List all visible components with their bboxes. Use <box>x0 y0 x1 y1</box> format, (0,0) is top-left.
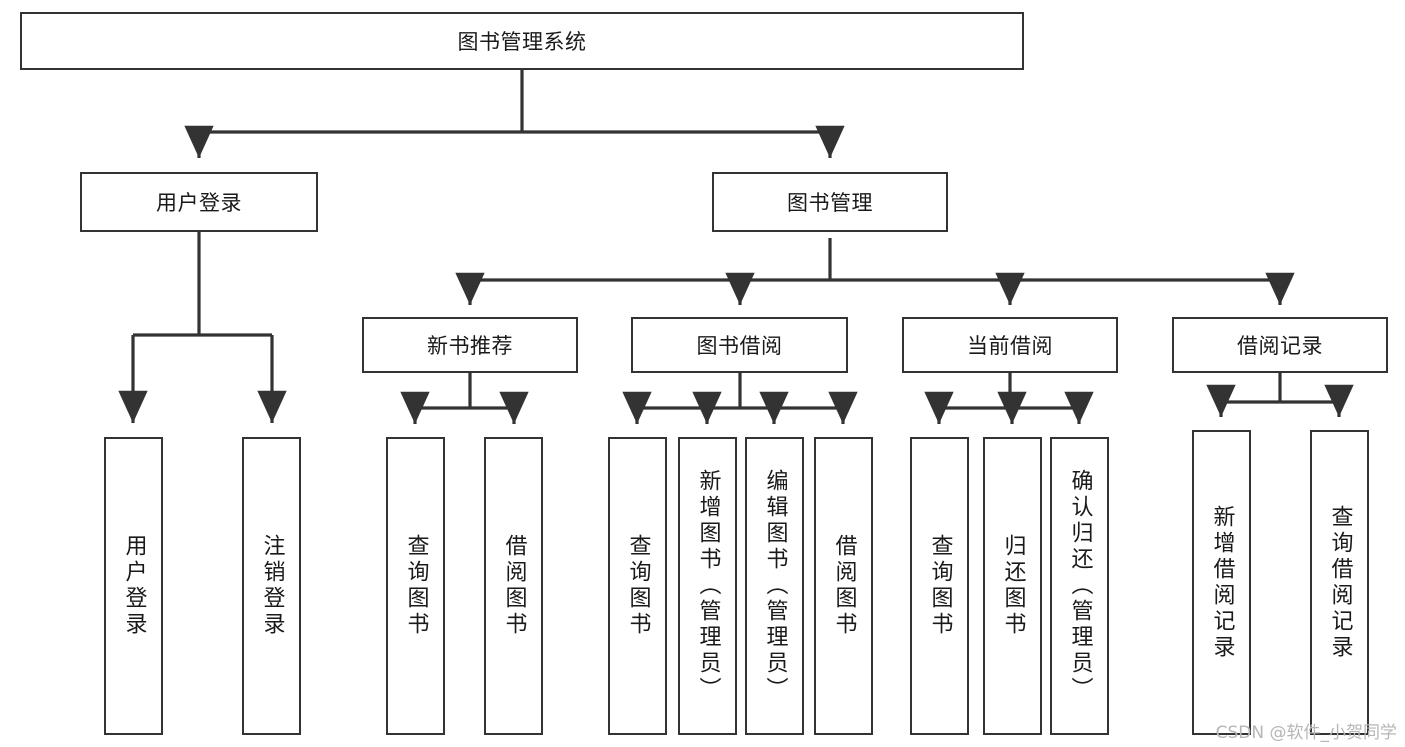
node-root-label: 图书管理系统 <box>457 30 587 54</box>
node-borrow-record-label: 借阅记录 <box>1237 334 1323 358</box>
node-leaf-user-login[interactable]: 用户登录 <box>104 437 163 735</box>
node-user-login[interactable]: 用户登录 <box>80 172 318 232</box>
node-leaf-logout-label: 注销登录 <box>259 534 285 638</box>
node-book-manage-label: 图书管理 <box>787 191 873 215</box>
node-book-manage[interactable]: 图书管理 <box>712 172 948 232</box>
node-leaf-query-book-recommend[interactable]: 查询图书 <box>386 437 445 735</box>
node-new-book-recommend[interactable]: 新书推荐 <box>362 317 578 373</box>
node-leaf-borrow-book[interactable]: 借阅图书 <box>814 437 873 735</box>
node-leaf-borrow-book-label: 借阅图书 <box>831 534 857 638</box>
node-borrow-record[interactable]: 借阅记录 <box>1172 317 1388 373</box>
node-leaf-query-book-current[interactable]: 查询图书 <box>910 437 969 735</box>
node-leaf-query-book-recommend-label: 查询图书 <box>403 534 429 638</box>
node-current-borrow-label: 当前借阅 <box>967 334 1053 358</box>
node-leaf-add-book-admin-label: 新增图书（管理员） <box>695 469 721 703</box>
node-leaf-confirm-return-admin-label: 确认归还（管理员） <box>1067 469 1093 703</box>
node-new-book-recommend-label: 新书推荐 <box>427 334 513 358</box>
node-leaf-add-book-admin[interactable]: 新增图书（管理员） <box>678 437 737 735</box>
node-user-login-label: 用户登录 <box>156 191 242 215</box>
node-leaf-add-borrow-record-label: 新增借阅记录 <box>1209 504 1235 661</box>
node-book-borrow[interactable]: 图书借阅 <box>631 317 848 373</box>
node-leaf-query-book-borrow[interactable]: 查询图书 <box>608 437 667 735</box>
node-leaf-confirm-return-admin[interactable]: 确认归还（管理员） <box>1050 437 1109 735</box>
node-leaf-borrow-book-recommend-label: 借阅图书 <box>501 534 527 638</box>
node-leaf-edit-book-admin-label: 编辑图书（管理员） <box>762 469 788 703</box>
csdn-watermark: CSDN @软件_小贺同学 <box>1215 723 1397 743</box>
node-leaf-return-book-label: 归还图书 <box>1000 534 1026 638</box>
node-leaf-borrow-book-recommend[interactable]: 借阅图书 <box>484 437 543 735</box>
node-book-borrow-label: 图书借阅 <box>696 334 783 358</box>
node-leaf-query-book-current-label: 查询图书 <box>927 534 953 638</box>
node-leaf-query-book-borrow-label: 查询图书 <box>625 534 651 638</box>
node-leaf-add-borrow-record[interactable]: 新增借阅记录 <box>1192 430 1251 735</box>
node-root[interactable]: 图书管理系统 <box>20 12 1024 70</box>
node-current-borrow[interactable]: 当前借阅 <box>902 317 1118 373</box>
node-leaf-query-borrow-record-label: 查询借阅记录 <box>1327 504 1353 661</box>
node-leaf-user-login-label: 用户登录 <box>121 534 147 638</box>
node-leaf-logout[interactable]: 注销登录 <box>242 437 301 735</box>
node-leaf-query-borrow-record[interactable]: 查询借阅记录 <box>1310 430 1369 735</box>
node-leaf-edit-book-admin[interactable]: 编辑图书（管理员） <box>745 437 804 735</box>
node-leaf-return-book[interactable]: 归还图书 <box>983 437 1042 735</box>
